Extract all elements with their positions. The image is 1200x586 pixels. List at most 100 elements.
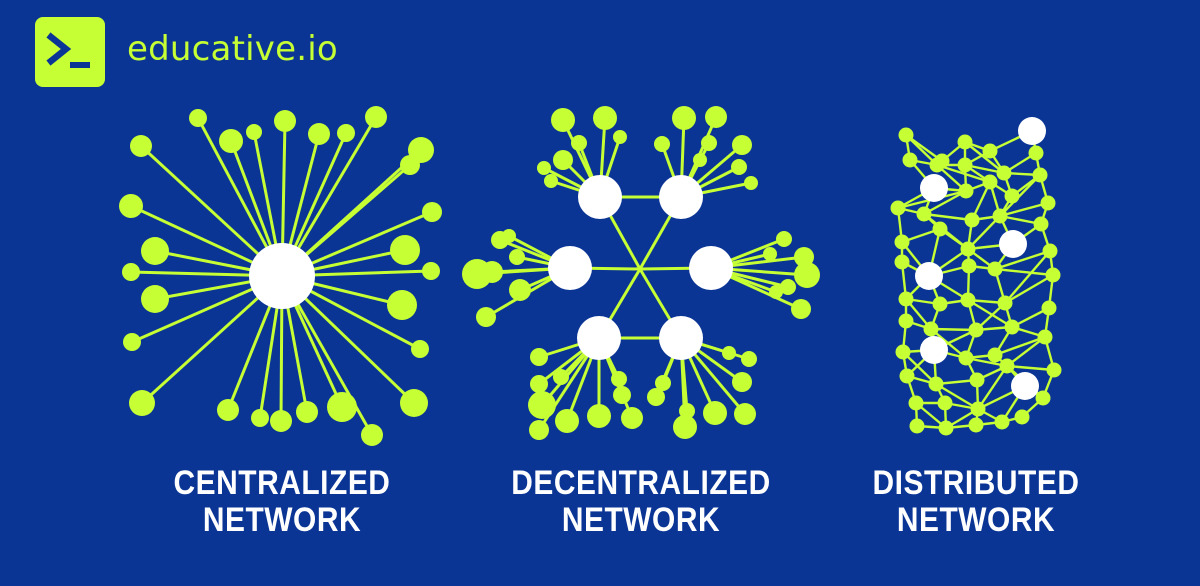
centralized-leaf-node — [246, 124, 262, 140]
distributed-edge — [998, 201, 1050, 218]
decentralized-leaf-node — [673, 415, 697, 439]
centralized-leaf-node — [119, 194, 143, 218]
distributed-network-nodes — [890, 117, 1062, 436]
decentralized-hub-node — [548, 246, 592, 290]
decentralized-leaf-node — [654, 136, 670, 152]
distributed-node — [902, 152, 918, 168]
decentralized-hub-node — [578, 175, 622, 219]
distributed-edge — [976, 364, 1009, 411]
distributed-edge — [922, 212, 974, 222]
decentralized-leaf-node — [791, 299, 811, 319]
distributed-node — [1041, 300, 1057, 316]
distributed-node — [970, 401, 986, 417]
distributed-edge — [922, 189, 968, 216]
distributed-node — [932, 296, 948, 312]
distributed-node — [996, 165, 1012, 181]
decentralized-leaf-node — [734, 403, 756, 425]
distributed-node — [1035, 390, 1051, 406]
distributed-edge — [993, 267, 1055, 277]
decentralized-leaf-node — [613, 386, 631, 404]
decentralized-hub-node — [659, 316, 703, 360]
centralized-label-line-2: NETWORK — [202, 501, 362, 539]
distributed-node — [957, 157, 973, 173]
centralized-leaf-node — [327, 392, 357, 422]
distributed-node — [957, 134, 973, 150]
distributed-hub-node — [1011, 372, 1039, 400]
decentralized-leaf-node — [502, 229, 516, 243]
decentralized-leaf-node — [732, 372, 752, 392]
distributed-node — [968, 322, 984, 338]
distributed-node — [1032, 167, 1048, 183]
distributed-edge — [966, 298, 1014, 329]
distributed-node — [987, 261, 1003, 277]
distributed-node — [960, 241, 976, 257]
distributed-edge — [963, 140, 1006, 175]
distributed-node — [938, 420, 954, 436]
distributed-node — [958, 183, 974, 199]
distributed-node — [1037, 329, 1053, 345]
distributed-node — [997, 295, 1013, 311]
decentralized-leaf-node — [701, 135, 717, 151]
distributed-node — [999, 358, 1015, 374]
distributed-node — [994, 414, 1010, 430]
centralized-leaf-node — [129, 390, 155, 416]
decentralized-leaf-node — [744, 176, 758, 190]
centralized-leaf-node — [387, 290, 417, 320]
decentralized-leaf-node — [763, 247, 777, 261]
decentralized-leaf-node — [776, 231, 792, 247]
decentralized-leaf-node — [555, 409, 579, 433]
distributed-node — [1046, 362, 1062, 378]
distributed-node — [1004, 188, 1020, 204]
distributed-node — [898, 313, 914, 329]
decentralized-leaf-node — [553, 150, 573, 170]
decentralized-leaf-node — [551, 108, 575, 132]
centralized-leaf-node — [217, 399, 239, 421]
distributed-node — [932, 221, 948, 237]
distributed-node — [987, 347, 1003, 363]
distributed-node — [928, 376, 944, 392]
distributed-node — [982, 143, 998, 159]
centralized-leaf-node — [251, 409, 269, 427]
centralized-leaf-node — [422, 262, 440, 280]
distributed-node — [969, 372, 985, 388]
centralized-hub-node — [249, 243, 315, 309]
distributed-node — [937, 395, 953, 411]
decentralized-leaf-node — [679, 403, 695, 419]
decentralized-network-label: DECENTRALIZED NETWORK — [509, 465, 773, 539]
distributed-node — [1028, 145, 1044, 161]
decentralized-leaf-node — [611, 371, 627, 387]
decentralized-leaf-node — [530, 348, 548, 366]
decentralized-leaf-node — [528, 391, 556, 419]
distributed-edge — [998, 173, 1042, 218]
distributed-node — [958, 350, 974, 366]
distributed-node — [982, 174, 998, 190]
decentralized-leaf-node — [693, 153, 707, 167]
centralized-leaf-node — [390, 235, 420, 265]
distributed-edge — [929, 327, 978, 332]
distributed-node — [1040, 195, 1056, 211]
centralized-leaf-node — [296, 401, 318, 423]
centralized-leaf-node — [422, 202, 442, 222]
decentralized-leaf-node — [537, 161, 551, 175]
decentralized-leaf-node — [731, 159, 747, 175]
distributed-node — [968, 417, 984, 433]
distributed-edge — [934, 382, 980, 411]
distributed-network-label: DISTRIBUTED NETWORK — [844, 465, 1108, 539]
decentralized-leaf-node — [722, 346, 736, 360]
distributed-node — [916, 206, 932, 222]
decentralized-leaf-node — [655, 375, 671, 391]
distributed-node — [992, 208, 1008, 224]
decentralized-leaf-node — [544, 174, 558, 188]
decentralized-label-line-2: NETWORK — [561, 501, 721, 539]
decentralized-leaf-node — [613, 130, 627, 144]
centralized-leaf-node — [130, 135, 152, 157]
decentralized-leaf-node — [705, 106, 727, 128]
distributed-edge — [1003, 273, 1055, 305]
centralized-leaf-node — [219, 129, 243, 153]
decentralized-leaf-node — [703, 401, 727, 425]
distributed-node — [1014, 409, 1030, 425]
decentralized-leaf-node — [769, 285, 783, 299]
centralized-leaf-node — [123, 333, 141, 351]
decentralized-hub-node — [689, 246, 733, 290]
